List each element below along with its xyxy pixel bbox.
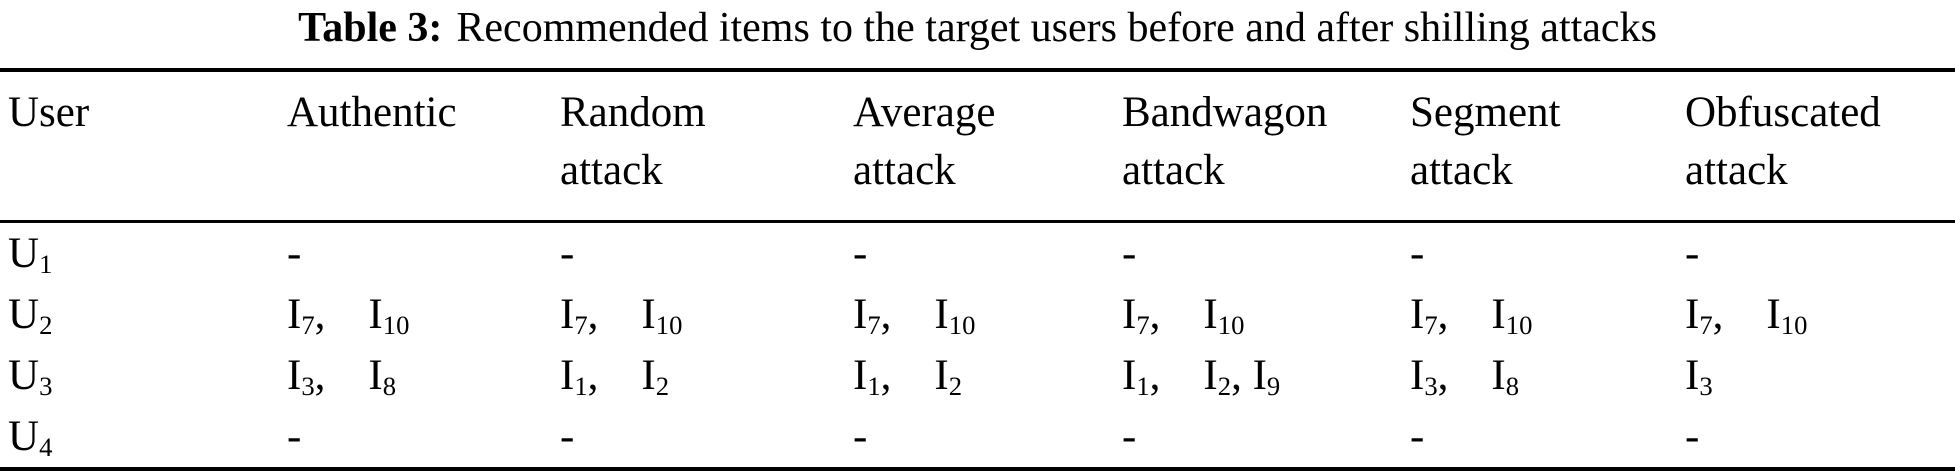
table-row-u3: U3 I3, I8 I1, I2 I1, I2 I1, I2, I9 I3, I8 I3 (0, 345, 1955, 406)
item-subscript: 10 (655, 309, 683, 340)
table-row-u1: U1 - - - - - - (0, 222, 1955, 285)
column-header-bandwagon: Bandwagon attack (1122, 70, 1410, 222)
cell-user: U2 (8, 291, 53, 340)
cell-u2-bandwagon: I7, I10 (1122, 291, 1245, 340)
column-header-line: attack (1122, 147, 1225, 194)
item-subscript: 3 (1699, 370, 1713, 401)
cell-u4-authentic: - (287, 413, 302, 460)
cell-u1-average: - (853, 230, 868, 277)
column-header-line: Authentic (287, 89, 457, 136)
item-subscript: 2 (1217, 370, 1232, 401)
item-subscript: 2 (39, 309, 53, 340)
item-subscript: 3 (39, 370, 53, 401)
cell-u1-random: - (560, 230, 575, 277)
cell-u3-segment: I3, I8 (1410, 352, 1520, 401)
item-subscript: 4 (39, 431, 53, 462)
cell-u3-average: I1, I2 (853, 352, 963, 401)
cell-u3-bandwagon: I1, I2, I9 (1122, 352, 1281, 401)
column-header-line: Obfuscated (1685, 89, 1881, 136)
table-caption: Table 3: Recommended items to the target … (0, 0, 1955, 68)
item-subscript: 10 (948, 309, 976, 340)
table-caption-text: Recommended items to the target users be… (456, 5, 1657, 51)
item-subscript: 3 (301, 370, 315, 401)
table-caption-label: Table 3: (298, 5, 443, 51)
column-header-line: Bandwagon (1122, 89, 1328, 136)
table-body: U1 - - - - - - U2 I7, I10 I7, I10 I7, I10 I7, I10 I7… (0, 222, 1955, 470)
cell-u1-bandwagon: - (1122, 230, 1137, 277)
item-subscript: 1 (39, 248, 53, 279)
column-header-line: attack (853, 147, 956, 194)
item-subscript: 7 (574, 309, 588, 340)
cell-u4-random: - (560, 413, 575, 460)
item-subscript: 7 (1424, 309, 1438, 340)
cell-u2-average: I7, I10 (853, 291, 976, 340)
column-header-line: Segment (1410, 89, 1561, 136)
item-subscript: 7 (867, 309, 881, 340)
column-header-line: Average (853, 89, 996, 136)
cell-u3-authentic: I3, I8 (287, 352, 397, 401)
cell-user: U4 (8, 413, 53, 462)
item-subscript: 8 (382, 370, 397, 401)
column-header-user: User (0, 70, 287, 222)
cell-user: U1 (8, 230, 53, 279)
item-subscript: 7 (301, 309, 315, 340)
column-header-random: Random attack (560, 70, 853, 222)
column-header-obfuscated: Obfuscated attack (1685, 70, 1955, 222)
cell-u4-obfuscated: - (1685, 413, 1700, 460)
cell-u3-obfuscated: I3 (1685, 352, 1713, 401)
column-header-authentic: Authentic (287, 70, 560, 222)
column-header-line: attack (560, 147, 663, 194)
item-subscript: 1 (867, 370, 881, 401)
cell-u2-random: I7, I10 (560, 291, 683, 340)
item-subscript: 10 (382, 309, 410, 340)
column-header-line: attack (1410, 147, 1513, 194)
cell-u4-average: - (853, 413, 868, 460)
column-header-line: attack (1685, 147, 1788, 194)
column-header-line: User (8, 89, 90, 136)
table-row-u2: U2 I7, I10 I7, I10 I7, I10 I7, I10 I7, I10 I7,… (0, 284, 1955, 345)
table-row-u4: U4 - - - - - - (0, 406, 1955, 469)
item-subscript: 7 (1136, 309, 1150, 340)
item-subscript: 3 (1424, 370, 1438, 401)
column-header-line: Random (560, 89, 706, 136)
item-subscript: 8 (1505, 370, 1520, 401)
item-subscript: 1 (574, 370, 588, 401)
cell-u1-segment: - (1410, 230, 1425, 277)
cell-u1-obfuscated: - (1685, 230, 1700, 277)
item-subscript: 10 (1505, 309, 1533, 340)
cell-u2-obfuscated: I7, I10 (1685, 291, 1808, 340)
item-subscript: 2 (948, 370, 963, 401)
cell-u4-bandwagon: - (1122, 413, 1137, 460)
item-subscript: 2 (655, 370, 670, 401)
item-subscript: 10 (1217, 309, 1245, 340)
item-subscript: 9 (1266, 370, 1281, 401)
item-subscript: 7 (1699, 309, 1713, 340)
column-header-segment: Segment attack (1410, 70, 1685, 222)
cell-u3-random: I1, I2 (560, 352, 670, 401)
cell-u1-authentic: - (287, 230, 302, 277)
cell-u2-segment: I7, I10 (1410, 291, 1533, 340)
item-subscript: 10 (1780, 309, 1808, 340)
item-subscript: 1 (1136, 370, 1150, 401)
cell-u4-segment: - (1410, 413, 1425, 460)
cell-user: U3 (8, 352, 53, 401)
column-header-average: Average attack (853, 70, 1122, 222)
cell-u2-authentic: I7, I10 (287, 291, 410, 340)
